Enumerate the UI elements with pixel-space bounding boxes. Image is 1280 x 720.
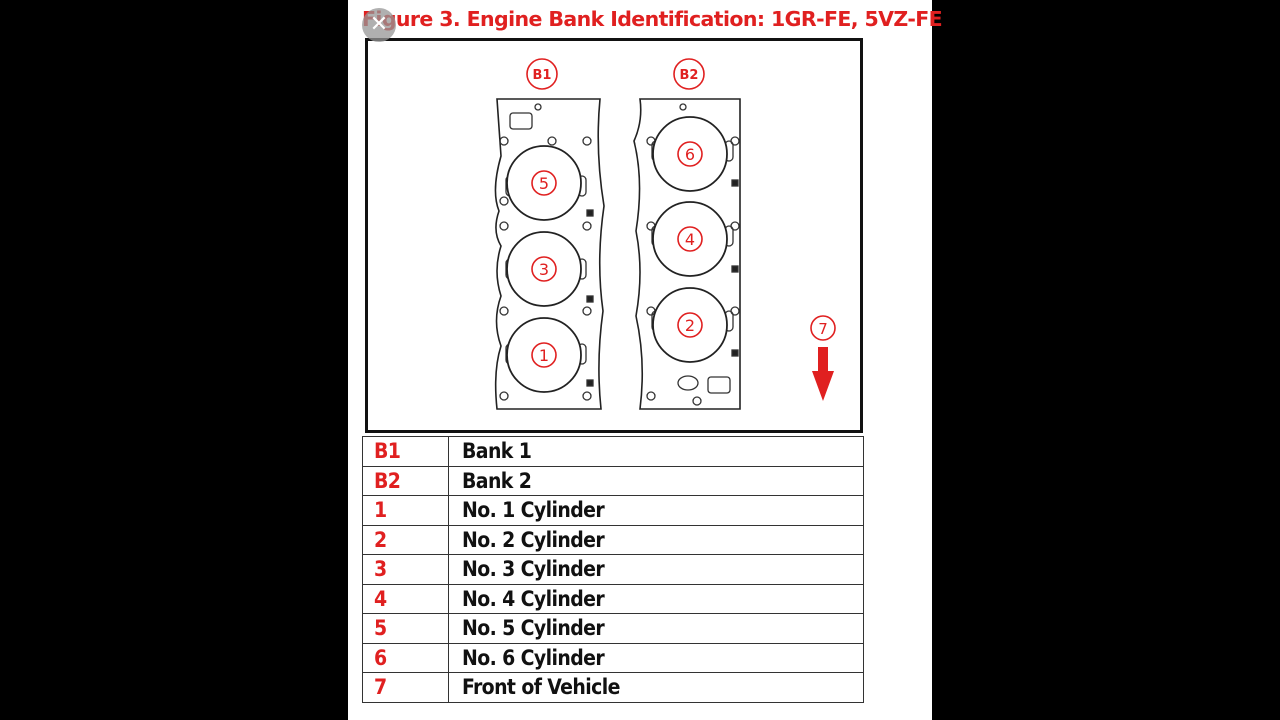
diagram-canvas: B1 B2 5 3 1 6 4 2 7 — [494, 58, 836, 410]
cylinder-number: 6 — [685, 145, 695, 164]
cylinder-number-badge — [677, 312, 703, 338]
gasket-opening — [677, 375, 699, 391]
gasket-hole — [499, 391, 509, 401]
cylinder-number: 1 — [539, 346, 549, 365]
legend-description: No. 6 Cylinder — [448, 642, 864, 673]
legend-description: Bank 2 — [448, 465, 864, 496]
cylinder-number: 2 — [685, 316, 695, 335]
gasket-marker — [586, 209, 594, 217]
gasket-marker — [586, 379, 594, 387]
cylinder-number-badge — [531, 170, 557, 196]
gasket-marker — [731, 179, 739, 187]
cylinder-1: 1 — [506, 317, 582, 393]
cylinder-number: 4 — [685, 230, 695, 249]
close-button[interactable]: ✕ — [362, 8, 396, 42]
legend-code: 4 — [362, 583, 449, 614]
gasket-hole — [582, 391, 592, 401]
legend-code: B1 — [362, 436, 449, 467]
legend-code: 7 — [362, 672, 449, 703]
legend-code: 6 — [362, 642, 449, 673]
legend-description: No. 5 Cylinder — [448, 613, 864, 644]
gasket-hole — [499, 306, 509, 316]
close-icon: ✕ — [369, 12, 389, 37]
legend-description: No. 4 Cylinder — [448, 583, 864, 614]
gasket-hole — [692, 396, 702, 406]
gasket-hole — [730, 221, 740, 231]
gasket-marker — [731, 349, 739, 357]
gasket-hole — [646, 391, 656, 401]
gasket-hole — [499, 196, 509, 206]
cylinder-6: 6 — [652, 116, 728, 192]
legend-description: No. 3 Cylinder — [448, 554, 864, 585]
figure-title: Figure 3. Engine Bank Identification: 1G… — [362, 7, 943, 31]
legend-code: 1 — [362, 495, 449, 526]
svg-text:7: 7 — [818, 320, 828, 338]
cylinder-number: 5 — [539, 174, 549, 193]
gasket-hole — [730, 136, 740, 146]
cylinder-number: 3 — [539, 260, 549, 279]
legend-description: No. 2 Cylinder — [448, 524, 864, 555]
legend-description: No. 1 Cylinder — [448, 495, 864, 526]
gasket-hole — [582, 136, 592, 146]
gasket-hole — [547, 136, 557, 146]
cylinder-number-badge — [677, 141, 703, 167]
cylinder-3: 3 — [506, 231, 582, 307]
gasket-hole — [534, 103, 542, 111]
cylinder-5: 5 — [506, 145, 582, 221]
bank1-gasket-outline — [494, 98, 605, 410]
cylinder-number-badge — [531, 342, 557, 368]
arrow-down-icon — [812, 347, 834, 401]
legend-code: B2 — [362, 465, 449, 496]
figure-page: Figure 3. Engine Bank Identification: 1G… — [348, 0, 943, 720]
gasket-hole — [499, 136, 509, 146]
cylinder-2: 2 — [652, 287, 728, 363]
legend-code: 3 — [362, 554, 449, 585]
bank-label-1: B1 — [526, 58, 558, 90]
legend-description: Front of Vehicle — [448, 672, 864, 703]
legend-code: 2 — [362, 524, 449, 555]
legend-code: 5 — [362, 613, 449, 644]
gasket-marker — [731, 265, 739, 273]
gasket-hole — [730, 306, 740, 316]
svg-text:B1: B1 — [533, 68, 552, 83]
gasket-marker — [586, 295, 594, 303]
gasket-opening — [509, 112, 533, 130]
bank-label-2: B2 — [673, 58, 705, 90]
gasket-opening — [707, 376, 731, 394]
bank2-gasket-outline — [633, 98, 741, 410]
svg-text:B2: B2 — [680, 68, 699, 83]
gasket-hole — [582, 306, 592, 316]
cylinder-4: 4 — [652, 201, 728, 277]
cylinder-number-badge — [531, 256, 557, 282]
legend-description: Bank 1 — [448, 436, 864, 467]
gasket-hole — [499, 221, 509, 231]
front-of-vehicle-marker: 7 — [810, 315, 836, 401]
gasket-hole — [582, 221, 592, 231]
cylinder-number-badge — [677, 226, 703, 252]
engine-bank-diagram: B1 B2 5 3 1 6 4 2 7 — [365, 38, 863, 433]
gasket-hole — [679, 103, 687, 111]
